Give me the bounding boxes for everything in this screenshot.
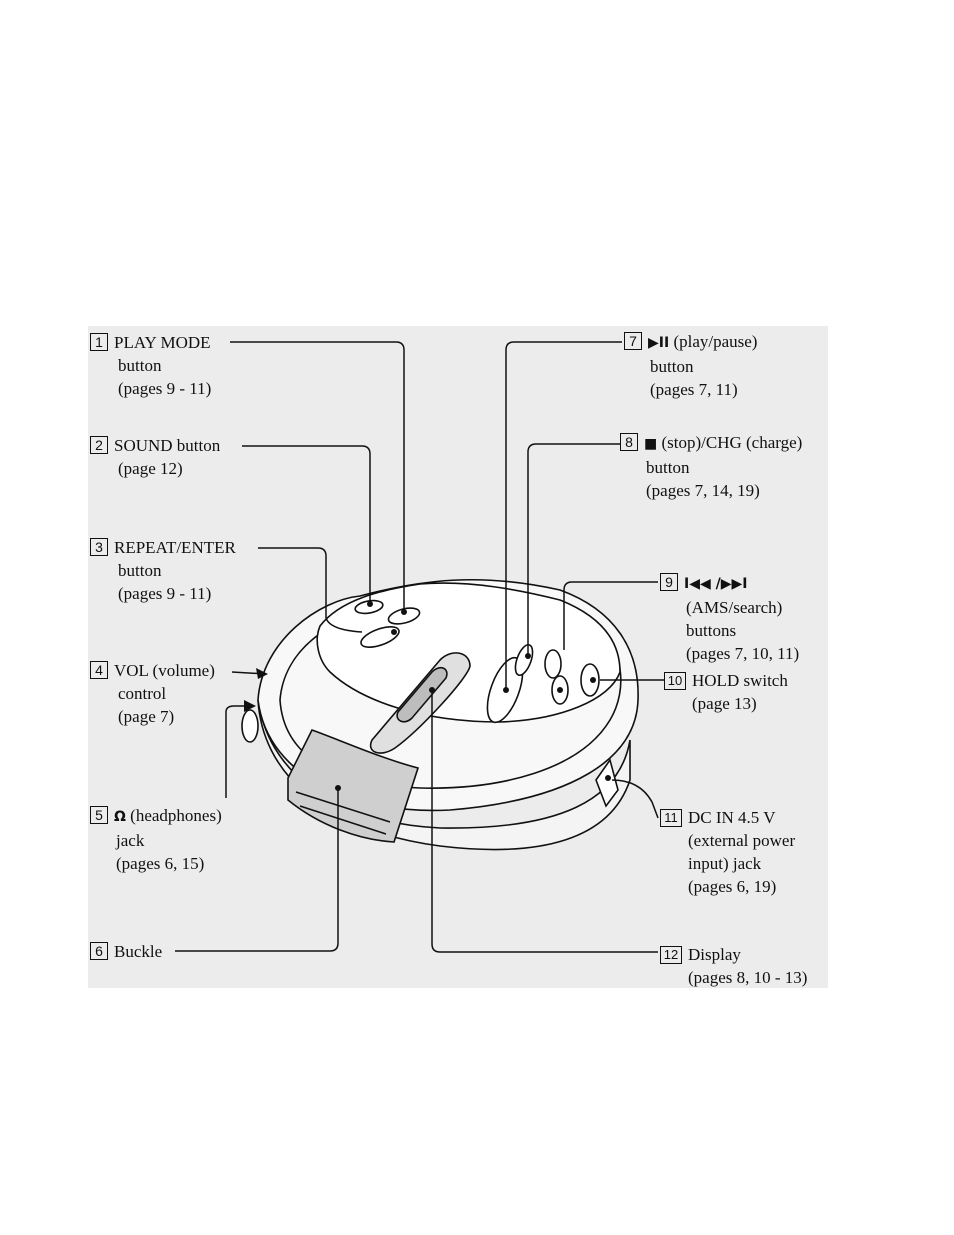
callout-line: (page 12) <box>118 459 183 478</box>
display-inner <box>396 666 448 723</box>
callout-number: 10 <box>664 672 686 690</box>
dot-6 <box>335 785 341 791</box>
callout-title: PLAY MODE <box>114 333 211 352</box>
callout-line: button <box>646 458 690 477</box>
callout-title: DC IN 4.5 V <box>688 808 776 827</box>
callout-line: (page 7) <box>118 707 175 726</box>
leader-6 <box>175 788 339 952</box>
callout-number: 9 <box>660 573 678 591</box>
buckle-shape <box>287 729 420 843</box>
callout-line: control <box>118 684 167 703</box>
leader-lines <box>175 341 664 953</box>
callout-line: buttons <box>686 621 737 640</box>
callout-number: 2 <box>90 436 108 454</box>
leader-1 <box>230 341 405 612</box>
callout-title: VOL (volume) <box>114 661 215 680</box>
callout-title: SOUND button <box>114 436 221 455</box>
leader-dots <box>335 601 611 791</box>
dot-7 <box>503 687 509 693</box>
leader-11 <box>611 779 659 819</box>
ams-search-icon: I◀◀ /▶▶I <box>684 576 748 592</box>
callout-title: (stop)/CHG (charge) <box>661 433 803 452</box>
callout-title: REPEAT/ENTER <box>114 538 236 557</box>
callout-7: 7 ▶II (play/pause) button (pages 7, 11) <box>624 330 757 401</box>
leader-3 <box>258 547 363 633</box>
leader-7 <box>505 341 622 690</box>
callout-line: button <box>118 356 162 375</box>
dot-10 <box>590 677 596 683</box>
callout-title: Display <box>688 945 741 964</box>
callout-8: 8 ■ (stop)/CHG (charge) button (pages 7, … <box>620 431 802 502</box>
play-mode-small-button <box>387 607 421 625</box>
callout-number: 3 <box>90 538 108 556</box>
headphone-jack-bump <box>241 709 259 743</box>
buckle-rib-2 <box>299 805 387 835</box>
callout-line: jack <box>116 831 145 850</box>
callout-title: (play/pause) <box>673 332 758 351</box>
dot-8 <box>525 653 531 659</box>
repeat-small-button <box>360 626 400 648</box>
callout-line: (pages 7, 11) <box>650 380 738 399</box>
callout-title: (headphones) <box>130 806 222 825</box>
callout-line: (pages 7, 10, 11) <box>686 644 800 663</box>
callout-line: (pages 6, 15) <box>116 854 205 873</box>
callout-12: 12 Display (pages 8, 10 - 13) <box>660 943 807 989</box>
leader-9 <box>563 581 658 650</box>
dot-3 <box>391 629 397 635</box>
sound-small-button <box>354 599 384 615</box>
callout-line: input) jack <box>688 854 762 873</box>
callout-number: 8 <box>620 433 638 451</box>
dot-9 <box>557 687 563 693</box>
callout-number: 7 <box>624 332 642 350</box>
callout-line: (pages 7, 14, 19) <box>646 481 760 500</box>
callout-number: 11 <box>660 809 682 827</box>
callout-line: button <box>118 561 162 580</box>
callout-line: (AMS/search) <box>686 598 783 617</box>
callout-title: HOLD switch <box>692 671 788 690</box>
callout-2: 2 SOUND button (page 12) <box>90 434 220 480</box>
callout-11: 11 DC IN 4.5 V (external power input) jac… <box>660 806 795 898</box>
callout-line: (pages 8, 10 - 13) <box>688 968 808 987</box>
callout-line: (page 13) <box>692 694 757 713</box>
callout-9: 9 I◀◀ /▶▶I (AMS/search) buttons (pages 7,… <box>660 571 799 665</box>
callout-number: 5 <box>90 806 108 824</box>
leader-12 <box>431 690 658 953</box>
leader-2 <box>242 445 371 604</box>
stop-icon: ■ <box>644 436 658 452</box>
ams-prev-button <box>544 649 562 679</box>
arrow-4 <box>256 668 268 679</box>
callout-line: (pages 9 - 11) <box>118 379 212 398</box>
dot-2 <box>367 601 373 607</box>
arrow-5 <box>244 700 256 712</box>
dot-11 <box>605 775 611 781</box>
device-illustration <box>241 578 639 851</box>
headphones-icon: Ω <box>114 809 126 825</box>
dc-in-tab <box>595 758 619 808</box>
callout-number: 6 <box>90 942 108 960</box>
callout-1: 1 PLAY MODE button (pages 9 - 11) <box>90 331 211 400</box>
dot-1 <box>401 609 407 615</box>
callout-3: 3 REPEAT/ENTER button (pages 9 - 11) <box>90 536 236 605</box>
callout-line: (external power <box>688 831 796 850</box>
leader-8 <box>527 443 620 656</box>
callout-4: 4 VOL (volume) control (page 7) <box>90 659 215 728</box>
callout-number: 4 <box>90 661 108 679</box>
callout-line: (pages 9 - 11) <box>118 584 212 603</box>
callout-10: 10 HOLD switch (page 13) <box>664 669 788 715</box>
callout-title: Buckle <box>114 942 163 961</box>
callout-line: button <box>650 357 694 376</box>
callout-line: (pages 6, 19) <box>688 877 777 896</box>
leader-5 <box>225 705 254 798</box>
callout-6: 6 Buckle <box>90 940 162 963</box>
callout-number: 12 <box>660 946 682 964</box>
buckle-rib-1 <box>295 791 391 823</box>
dot-12 <box>429 687 435 693</box>
callout-number: 1 <box>90 333 108 351</box>
play-pause-icon: ▶II <box>648 335 670 351</box>
